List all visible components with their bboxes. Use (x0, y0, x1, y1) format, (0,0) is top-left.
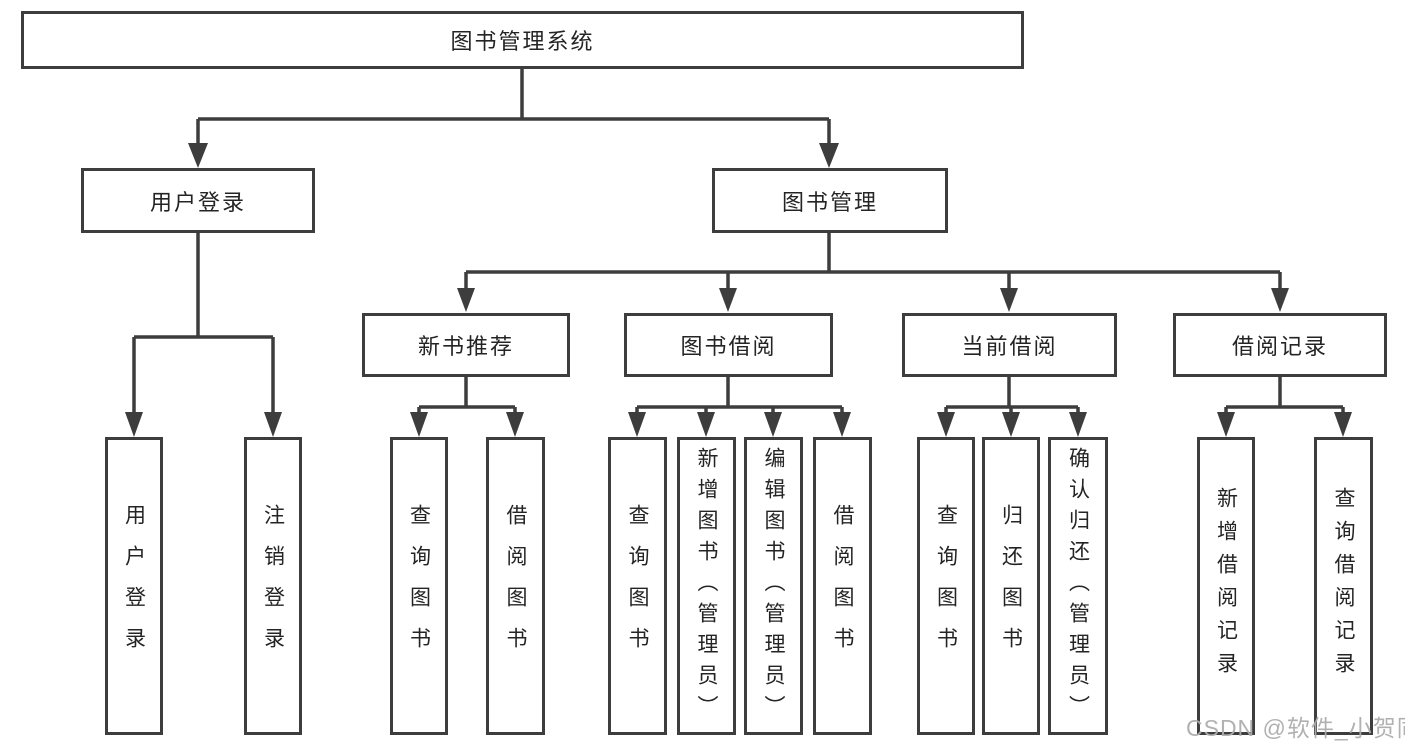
arrowhead (1271, 288, 1289, 312)
leaf-confirm-return-admin-label: 确认归还（管理员） (1066, 446, 1090, 726)
node-root-label: 图书管理系统 (450, 29, 595, 54)
leaf-edit-book-admin-label: 编辑图书（管理员） (762, 446, 785, 726)
leaf-query-book-1: 查询图书 (390, 437, 448, 735)
arrowhead (819, 143, 839, 168)
node-root: 图书管理系统 (21, 11, 1024, 69)
leaf-query-borrow-record: 查询借阅记录 (1314, 437, 1373, 735)
arrowhead (1334, 412, 1352, 437)
arrowhead (937, 412, 955, 437)
leaf-query-borrow-record-label: 查询借阅记录 (1332, 487, 1355, 685)
arrowhead (764, 412, 782, 437)
node-current-borrow: 当前借阅 (902, 313, 1117, 377)
arrowhead (125, 412, 143, 437)
arrowhead (1000, 288, 1018, 312)
node-book-borrow-label: 图书借阅 (680, 334, 777, 359)
leaf-add-borrow-record-label: 新增借阅记录 (1214, 487, 1238, 685)
leaf-query-book-1-label: 查询图书 (407, 504, 431, 668)
node-borrow-records-label: 借阅记录 (1231, 334, 1328, 359)
leaf-borrow-book-1: 借阅图书 (486, 437, 545, 735)
arrowhead (1002, 412, 1020, 437)
node-book-management-label: 图书管理 (781, 189, 878, 215)
leaf-query-book-3: 查询图书 (917, 437, 975, 735)
leaf-return-book-label: 归还图书 (999, 504, 1023, 668)
node-borrow-records: 借阅记录 (1173, 313, 1387, 377)
arrowhead (697, 412, 715, 437)
leaf-query-book-3-label: 查询图书 (934, 504, 958, 668)
leaf-logout: 注销登录 (244, 437, 302, 735)
arrowhead (1217, 412, 1235, 437)
leaf-logout-label: 注销登录 (261, 504, 285, 668)
leaf-borrow-book-1-label: 借阅图书 (504, 504, 527, 668)
leaf-add-borrow-record: 新增借阅记录 (1197, 437, 1255, 735)
arrowhead (410, 412, 428, 437)
leaf-user-login-label: 用户登录 (122, 504, 146, 668)
leaf-borrow-book-2: 借阅图书 (813, 437, 872, 735)
node-user-login: 用户登录 (81, 168, 315, 233)
arrowhead (1069, 412, 1087, 437)
node-new-book-recommend-label: 新书推荐 (417, 334, 514, 359)
node-book-management: 图书管理 (712, 168, 948, 233)
arrowhead (506, 412, 524, 437)
node-new-book-recommend: 新书推荐 (362, 313, 570, 377)
leaf-query-book-2: 查询图书 (608, 437, 667, 735)
node-user-login-label: 用户登录 (149, 189, 246, 215)
node-book-borrow: 图书借阅 (624, 313, 833, 377)
leaf-confirm-return-admin: 确认归还（管理员） (1048, 437, 1108, 735)
arrowhead (833, 412, 851, 437)
leaf-add-book-admin: 新增图书（管理员） (677, 437, 736, 735)
leaf-query-book-2-label: 查询图书 (626, 504, 649, 668)
leaf-add-book-admin-label: 新增图书（管理员） (695, 446, 718, 726)
leaf-user-login: 用户登录 (105, 437, 163, 735)
tree-edges (132, 68, 1345, 416)
arrowhead (188, 143, 208, 168)
arrowhead (457, 288, 475, 312)
csdn-watermark: CSDN @软件_小贺同学 (1186, 715, 1405, 741)
leaf-edit-book-admin: 编辑图书（管理员） (744, 437, 803, 735)
arrowhead (264, 412, 282, 437)
arrowhead (628, 412, 646, 437)
leaf-return-book: 归还图书 (982, 437, 1040, 735)
arrowhead (719, 288, 737, 312)
leaf-borrow-book-2-label: 借阅图书 (831, 504, 854, 668)
node-current-borrow-label: 当前借阅 (961, 334, 1058, 359)
